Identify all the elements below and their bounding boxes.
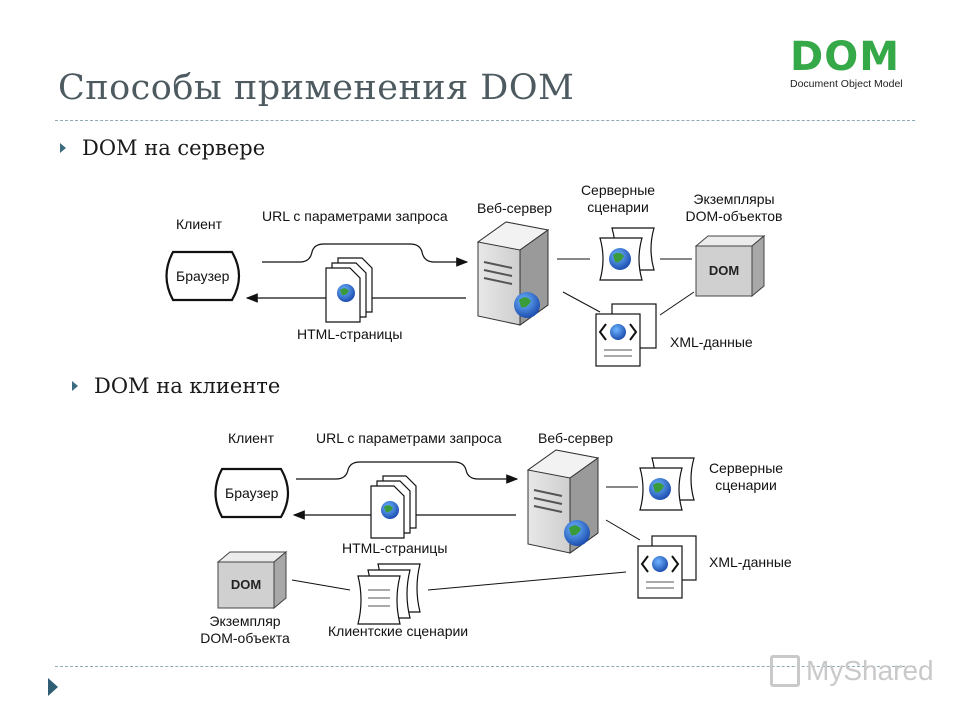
server-line-xml [562,291,601,313]
client-dom-label: DOM [231,577,261,592]
next-slide-icon[interactable] [48,678,58,696]
client-instance-label-2: DOM-объекта [200,630,290,646]
server-instances-label-1: Экземпляры [693,191,774,207]
server-xml-label: XML-данные [670,334,753,350]
watermark-logo-icon [770,655,800,687]
bullet-server-text: DOM на сервере [82,136,266,160]
dom-logo-subtitle: Document Object Model [790,78,903,90]
server-webserver-icon [476,221,550,326]
server-webserver-label: Веб-сервер [477,200,552,216]
top-divider [55,120,915,121]
server-diagram: Клиент Браузер URL с параметрами запроса… [165,182,783,367]
client-client-label: Клиент [228,430,275,446]
client-scripts-docs-icon [357,563,421,625]
client-diagram: Клиент Браузер URL с параметрами запроса… [200,430,792,646]
watermark-text: MyShared [806,655,934,686]
client-line-xml [605,519,641,541]
server-html-label: HTML-страницы [297,326,402,342]
dom-logo-text: DOM [790,34,901,80]
client-request-arrow [296,461,519,484]
client-webserver-icon [526,449,600,554]
bullet-client: DOM на клиенте [72,374,280,398]
dom-logo: DOM Document Object Model [790,34,910,90]
client-server-scripts-icon [639,457,695,511]
bullet-arrow-icon [72,381,78,391]
bottom-divider [55,666,915,667]
server-dom-box: DOM [694,234,766,298]
client-scripts-label: Клиентские сценарии [328,623,468,639]
server-browser-label: Браузер [176,268,230,284]
bullet-client-text: DOM на клиенте [94,374,281,398]
client-url-label: URL с параметрами запроса [316,430,502,446]
server-url-label: URL с параметрами запроса [262,208,448,224]
client-server-scripts-label-1: Серверные [709,460,783,476]
client-html-docs-icon [370,475,417,539]
client-webserver-label: Веб-сервер [538,430,613,446]
server-scripts-label-2: сценарии [587,199,649,215]
server-html-docs-icon [325,257,373,323]
client-dom-box: DOM [216,550,288,610]
client-instance-label-1: Экземпляр [209,613,280,629]
server-scripts-icon [599,227,655,281]
slide-title: Способы применения DOM [58,68,575,108]
server-xml-icon [595,303,657,367]
client-html-label: HTML-страницы [342,540,447,556]
client-browser-shape: Браузер [214,467,290,519]
server-client-label: Клиент [176,216,223,232]
client-xml-label: XML-данные [709,554,792,570]
client-line-scripts-xml [427,571,627,591]
bullet-arrow-icon [60,143,66,153]
watermark: MyShared [770,655,934,687]
server-request-arrow [262,243,469,267]
server-line-dom-xml [659,291,695,316]
server-dom-label: DOM [709,263,739,278]
server-scripts-label-1: Серверные [581,182,655,198]
client-browser-label: Браузер [225,485,279,501]
server-instances-label-2: DOM-объектов [686,208,783,224]
client-xml-icon [637,535,697,599]
server-browser-shape: Браузер [165,250,241,302]
client-server-scripts-label-2: сценарии [715,477,777,493]
client-line-dom-scripts [291,579,351,591]
bullet-server: DOM на сервере [60,136,265,160]
